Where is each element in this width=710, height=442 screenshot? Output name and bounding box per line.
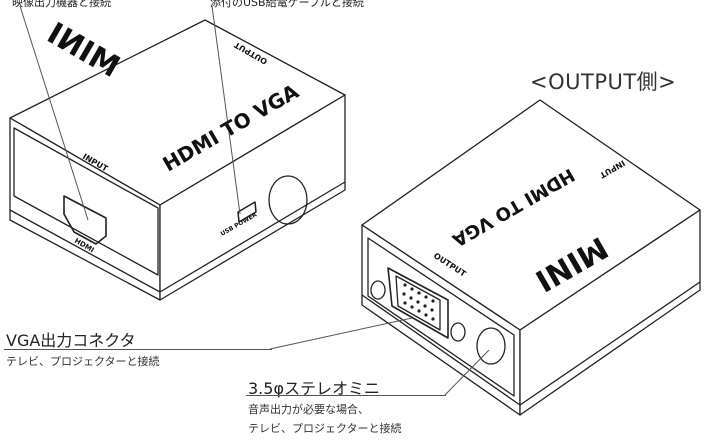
audio-callout-underline [246, 395, 446, 396]
right-device [361, 99, 701, 416]
vga-callout-desc: テレビ、プロジェクターと接続 [6, 355, 160, 368]
left-brand-text: MINI [41, 16, 125, 85]
vga-pins [402, 283, 435, 321]
caption-video-source: 映像出力機器と接続 [12, 0, 111, 9]
vga-callout-underline [4, 349, 272, 350]
caption-usb-power: 添付のUSB給電ケーブルと接続 [210, 0, 364, 9]
output-side-heading: <OUTPUT側> [530, 70, 677, 94]
leader-lines [19, 5, 490, 396]
audio-callout-desc-1: 音声出力が必要な場合、 [248, 403, 369, 416]
audio-callout-title: 3.5φステレオミニ [248, 379, 381, 398]
audio-callout-desc-2: テレビ、プロジェクターと接続 [248, 422, 402, 435]
vga-callout-title: VGA出力コネクタ [6, 331, 136, 350]
